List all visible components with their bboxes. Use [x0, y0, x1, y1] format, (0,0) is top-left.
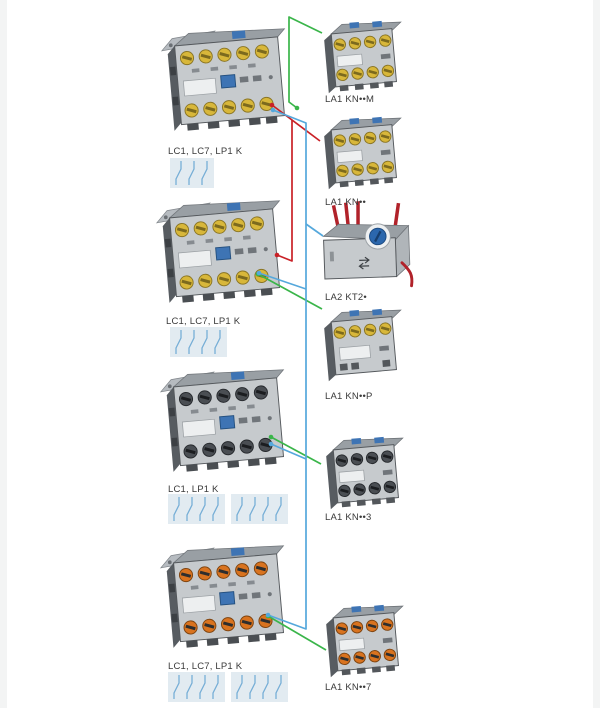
pole-symbol-box	[170, 327, 227, 357]
accessory-la1knm-label: LA1 KN••M	[325, 94, 375, 105]
accessory-la1knp-image	[323, 306, 407, 381]
pole-symbol-box	[168, 494, 225, 524]
contactor-1-image	[161, 25, 293, 132]
contactor-4-pole-symbols	[168, 672, 288, 702]
pole-symbol-box	[231, 672, 288, 702]
connection-endpoints	[255, 102, 300, 619]
accessory-la1kn7-image	[325, 602, 409, 677]
pole-symbol-box	[231, 494, 288, 524]
link-green-c3-kn3	[270, 436, 322, 465]
contactor-2-pole-symbols	[170, 327, 227, 357]
accessory-la1kn7-label: LA1 KN••7	[325, 682, 372, 693]
accessory-la1kn3-label: LA1 KN••3	[325, 512, 372, 523]
contactor-3-image	[160, 366, 292, 473]
link-red-c2-branch	[276, 120, 293, 262]
accessory-la2kt2-image	[320, 197, 414, 291]
link-red-c1-kn	[271, 104, 321, 142]
pole-symbol-box	[168, 672, 225, 702]
page-margin-left	[0, 0, 7, 708]
link-blue-bus	[267, 109, 307, 630]
accessory-images	[320, 18, 414, 677]
page-margin-right	[593, 0, 600, 708]
link-blue-c3-stub	[270, 443, 307, 460]
link-blue-kt2-branch	[305, 223, 324, 237]
link-blue-c2-stub	[258, 272, 307, 290]
contactor-3-label: LC1, LP1 K	[168, 484, 219, 495]
contactor-4-label: LC1, LC7, LP1 K	[168, 661, 243, 672]
link-green-c2-knp	[257, 273, 323, 310]
accessory-la1kn-label: LA1 KN••	[325, 197, 366, 208]
contactor-4-image	[160, 542, 292, 649]
pole-symbol-box	[170, 158, 214, 188]
accessory-la1knp-label: LA1 KN••P	[325, 391, 373, 402]
link-green-c1-knm	[288, 16, 323, 109]
connection-lines	[257, 16, 327, 651]
accessory-la2kt2-label: LA2 KT2•	[325, 292, 367, 303]
contactor-2-label: LC1, LC7, LP1 K	[166, 316, 241, 327]
link-green-c4-kn7	[267, 615, 327, 651]
accessory-la1kn3-image	[325, 434, 409, 509]
accessory-la1kn-image	[323, 114, 407, 189]
accessory-la1knm-image	[323, 18, 407, 93]
contactor-1-label: LC1, LC7, LP1 K	[168, 146, 243, 157]
contactor-3-pole-symbols	[168, 494, 288, 524]
contactor-2-image	[156, 197, 288, 304]
contactor-1-pole-symbols	[170, 158, 214, 188]
